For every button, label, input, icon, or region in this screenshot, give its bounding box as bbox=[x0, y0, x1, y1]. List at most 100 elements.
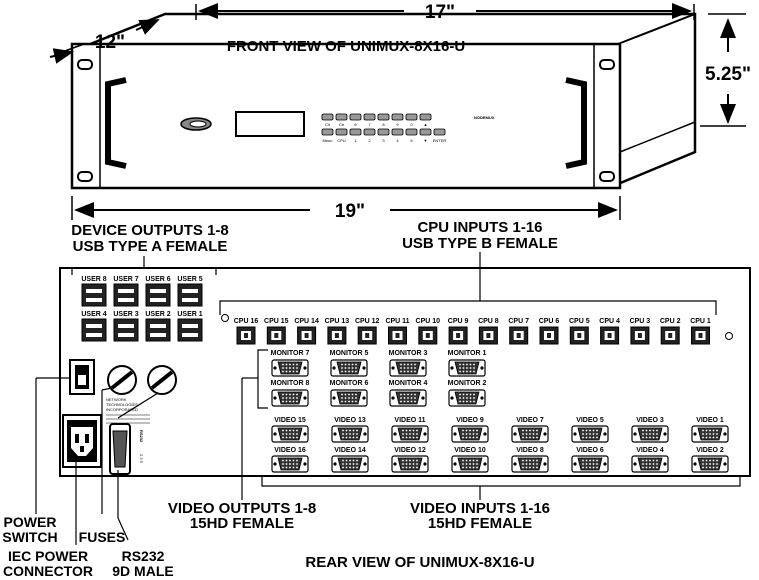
dimension-lines: 17" 12" 5.25" 19" bbox=[49, 2, 751, 222]
keypad-label: CPU bbox=[337, 138, 346, 143]
keypad-key[interactable] bbox=[349, 113, 362, 121]
video-outputs-type: 15HD FEMALE bbox=[190, 515, 294, 532]
rear-panel bbox=[59, 267, 751, 477]
usb-a-port bbox=[113, 283, 139, 307]
keypad-key[interactable] bbox=[391, 128, 404, 136]
db15-monitor-port bbox=[271, 359, 309, 377]
power-switch-label-1: POWER bbox=[4, 514, 57, 530]
height-dimension: 5.25" bbox=[705, 64, 751, 85]
video-port-label: VIDEO 6 bbox=[576, 447, 604, 454]
video-port-label: VIDEO 13 bbox=[334, 417, 366, 424]
keypad-label: 1 bbox=[354, 138, 357, 143]
cpu-inputs-type: USB TYPE B FEMALE bbox=[402, 235, 558, 252]
keypad-key[interactable] bbox=[335, 128, 348, 136]
user-port-label: USER 5 bbox=[177, 276, 202, 283]
db15-monitor-port bbox=[330, 359, 368, 377]
device-outputs-type: USB TYPE A FEMALE bbox=[73, 238, 228, 255]
db15-monitor-port bbox=[389, 389, 427, 407]
video-port-label: VIDEO 11 bbox=[394, 417, 425, 424]
brand-label: NODEMUX bbox=[474, 115, 495, 120]
keypad-label: ENTER bbox=[433, 138, 447, 143]
keypad-key[interactable] bbox=[405, 113, 418, 121]
rs232-panel-label: RS232 bbox=[139, 430, 144, 443]
monitor-port-label: MONITOR 7 bbox=[271, 350, 310, 357]
db15-monitor-port bbox=[448, 359, 486, 377]
keypad-key[interactable] bbox=[349, 128, 362, 136]
keypad-key[interactable] bbox=[419, 113, 432, 121]
db15-monitor-port bbox=[271, 389, 309, 407]
db15-video-port bbox=[391, 425, 429, 443]
keypad-key[interactable] bbox=[363, 128, 376, 136]
video-port-label: VIDEO 4 bbox=[636, 447, 664, 454]
keypad-key[interactable] bbox=[377, 128, 390, 136]
keypad-key[interactable] bbox=[321, 128, 334, 136]
maker-line-2: TECHNOLOGIES bbox=[106, 402, 138, 407]
keypad-key[interactable] bbox=[391, 113, 404, 121]
video-port-label: VIDEO 8 bbox=[516, 447, 544, 454]
cpu-port-label: CPU 11 bbox=[385, 318, 409, 325]
cpu-port-label: CPU 2 bbox=[660, 318, 681, 325]
monitor-port-label: MONITOR 3 bbox=[389, 350, 428, 357]
cpu-port-label: CPU 9 bbox=[448, 318, 469, 325]
enter-key[interactable] bbox=[433, 128, 446, 136]
keypad-key[interactable] bbox=[377, 113, 390, 121]
keypad-label: 3 bbox=[382, 138, 385, 143]
user-port-label: USER 4 bbox=[81, 311, 106, 318]
user-port-label: USER 6 bbox=[145, 276, 170, 283]
db15-video-port bbox=[391, 455, 429, 473]
db15-video-port bbox=[691, 425, 729, 443]
device-outputs-label: DEVICE OUTPUTS 1-8 bbox=[71, 222, 229, 239]
cpu-port-label: CPU 14 bbox=[294, 318, 319, 325]
keypad-label: 6 bbox=[354, 122, 357, 127]
rear-title: REAR VIEW OF UNIMUX-8X16-U bbox=[305, 554, 534, 571]
depth-dimension: 12" bbox=[95, 32, 125, 53]
rs232-label-2: 9D MALE bbox=[112, 563, 173, 579]
front-title: FRONT VIEW OF UNIMUX-8X16-U bbox=[227, 38, 465, 55]
cpu-port-label: CPU 3 bbox=[630, 318, 651, 325]
cpu-port-label: CPU 6 bbox=[539, 318, 560, 325]
cpu-port-label: CPU 8 bbox=[478, 318, 499, 325]
cpu-port-label: CPU 13 bbox=[325, 318, 350, 325]
video-inputs-label: VIDEO INPUTS 1-16 bbox=[410, 500, 550, 517]
usb-a-port bbox=[81, 318, 107, 342]
monitor-port-label: MONITOR 2 bbox=[448, 380, 487, 387]
db15-video-port bbox=[631, 455, 669, 473]
keypad-key[interactable] bbox=[321, 113, 334, 121]
monitor-port-label: MONITOR 5 bbox=[330, 350, 369, 357]
width-dimension: 17" bbox=[425, 2, 455, 23]
video-outputs-label: VIDEO OUTPUTS 1-8 bbox=[168, 500, 316, 517]
keypad-key[interactable] bbox=[335, 113, 348, 121]
user-port-label: USER 1 bbox=[177, 311, 202, 318]
video-port-label: VIDEO 14 bbox=[334, 447, 366, 454]
db15-video-port bbox=[511, 425, 549, 443]
db15-video-port bbox=[271, 455, 309, 473]
keypad-label: Clr bbox=[325, 122, 331, 127]
keypad-key[interactable] bbox=[405, 128, 418, 136]
db15-video-port bbox=[451, 425, 489, 443]
video-port-label: VIDEO 3 bbox=[636, 417, 664, 424]
db15-video-port bbox=[451, 455, 489, 473]
db15-video-port bbox=[511, 455, 549, 473]
usb-a-port bbox=[177, 283, 203, 307]
keypad-label: 9 bbox=[396, 122, 399, 127]
monitor-port-label: MONITOR 4 bbox=[389, 380, 428, 387]
cpu-port-label: CPU 12 bbox=[355, 318, 380, 325]
monitor-port-label: MONITOR 6 bbox=[330, 380, 369, 387]
rs232-label-1: RS232 bbox=[122, 548, 165, 564]
keypad-label: 5 bbox=[410, 138, 413, 143]
monitor-port-label: MONITOR 1 bbox=[448, 350, 487, 357]
video-port-label: VIDEO 9 bbox=[456, 417, 484, 424]
keypad-key[interactable] bbox=[363, 113, 376, 121]
usb-a-port bbox=[81, 283, 107, 307]
video-port-label: VIDEO 16 bbox=[274, 447, 306, 454]
cpu-port-label: CPU 15 bbox=[264, 318, 289, 325]
keypad-key[interactable] bbox=[419, 128, 432, 136]
keypad-label: 2 bbox=[368, 138, 371, 143]
usb-a-port bbox=[145, 283, 171, 307]
cpu-port-label: CPU 10 bbox=[416, 318, 441, 325]
